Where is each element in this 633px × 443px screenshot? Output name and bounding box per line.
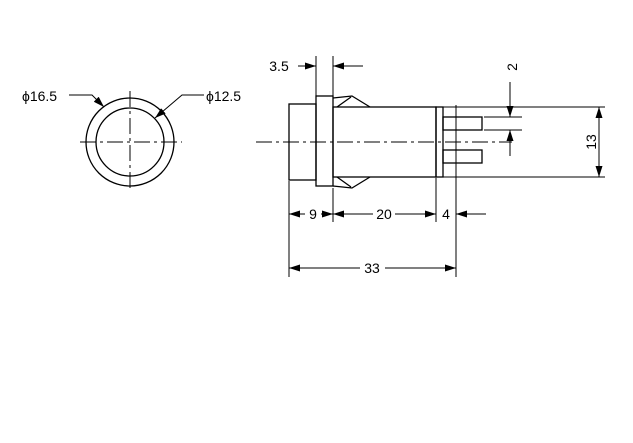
outer-diameter-label: ϕ16.5 [22,88,57,104]
nut-top-profile [332,95,371,108]
dimension-value: 2 [504,63,520,71]
inner-diameter-leader [154,94,204,119]
dimension-value: 3.5 [269,58,289,74]
dimension-value: 4 [442,206,450,222]
dimension-value: 9 [309,206,317,222]
front-view: ϕ16.5 ϕ12.5 [22,88,241,192]
terminal-bottom [442,149,483,164]
dimension-value: 13 [583,134,599,150]
outer-diameter-leader [69,94,105,108]
dimension-terminal: 2 [484,63,522,156]
dimension-value: 33 [364,260,380,276]
rear-cap-profile [435,106,444,178]
dimension-flange: 3.5 [269,56,363,96]
side-view [256,95,512,189]
dimension-height: 13 [443,106,605,178]
dimension-overall: 33 [289,260,456,276]
inner-diameter-label: ϕ12.5 [206,88,241,104]
dimension-horizontal-chain: 9 20 4 [288,105,486,277]
dimension-value: 20 [376,206,392,222]
terminal-top [442,116,483,131]
nut-bottom-profile [332,176,371,189]
